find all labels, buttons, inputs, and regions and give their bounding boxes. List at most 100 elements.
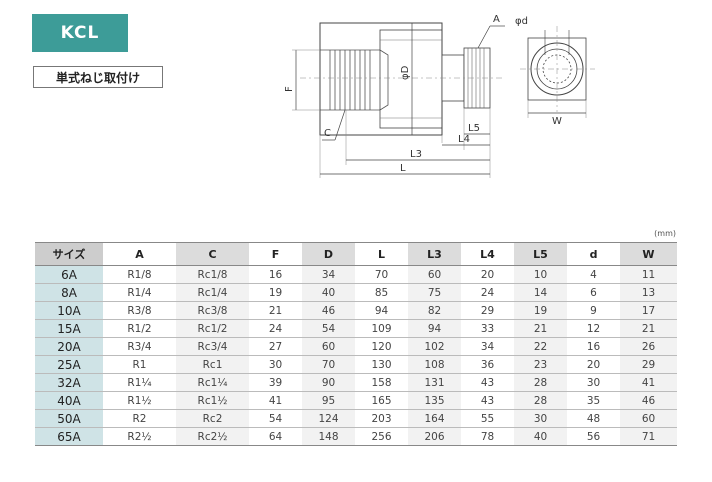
table-cell: 4	[567, 265, 620, 284]
header-D: D	[302, 242, 355, 266]
table-cell: R2½	[103, 427, 176, 446]
table-cell: 256	[355, 427, 408, 446]
label-phi-D: φD	[400, 65, 411, 80]
table-cell: 21	[514, 319, 567, 338]
table-cell: 120	[355, 337, 408, 356]
table-cell: Rc1½	[176, 391, 249, 410]
table-cell: R1/4	[103, 283, 176, 302]
table-cell: 11	[620, 265, 677, 284]
table-cell: 40	[514, 427, 567, 446]
table-cell: R1½	[103, 391, 176, 410]
header-A: A	[103, 242, 176, 266]
size-cell: 10A	[35, 301, 103, 320]
table-cell: 23	[514, 355, 567, 374]
table-cell: 55	[461, 409, 514, 428]
table-cell: 19	[514, 301, 567, 320]
table-cell: 9	[567, 301, 620, 320]
table-cell: 203	[355, 409, 408, 428]
table-cell: Rc1¼	[176, 373, 249, 392]
table-cell: 29	[461, 301, 514, 320]
table-cell: 64	[249, 427, 302, 446]
table-cell: 148	[302, 427, 355, 446]
header-L: L	[355, 242, 408, 266]
table-cell: Rc1	[176, 355, 249, 374]
table-cell: R1/8	[103, 265, 176, 284]
label-F: F	[284, 86, 295, 92]
table-cell: 24	[249, 319, 302, 338]
table-cell: 28	[514, 391, 567, 410]
table-cell: 95	[302, 391, 355, 410]
table-cell: 165	[355, 391, 408, 410]
size-cell: 32A	[35, 373, 103, 392]
table-cell: 90	[302, 373, 355, 392]
size-cell: 65A	[35, 427, 103, 446]
table-cell: 164	[408, 409, 461, 428]
label-L: L	[400, 163, 406, 174]
table-cell: 48	[567, 409, 620, 428]
size-cell: 20A	[35, 337, 103, 356]
unit-label: (mm)	[654, 229, 676, 238]
table-cell: Rc1/8	[176, 265, 249, 284]
table-cell: R3/8	[103, 301, 176, 320]
table-cell: 24	[461, 283, 514, 302]
table-cell: 70	[355, 265, 408, 284]
table-cell: 85	[355, 283, 408, 302]
table-cell: 22	[514, 337, 567, 356]
size-cell: 8A	[35, 283, 103, 302]
table-cell: 43	[461, 373, 514, 392]
table-cell: 70	[302, 355, 355, 374]
table-cell: 108	[408, 355, 461, 374]
table-header-row: サイズ A C F D L L3 L4 L5 d W	[35, 242, 677, 266]
label-C: C	[324, 128, 331, 139]
header-d: d	[567, 242, 620, 266]
label-A: A	[493, 14, 500, 25]
female-thread	[320, 49, 389, 111]
table-cell: 20	[567, 355, 620, 374]
table-cell: 27	[249, 337, 302, 356]
label-W: W	[552, 116, 562, 127]
table-cell: 41	[249, 391, 302, 410]
table-cell: 41	[620, 373, 677, 392]
label-L3: L3	[410, 149, 422, 160]
table-cell: Rc2½	[176, 427, 249, 446]
table-cell: 71	[620, 427, 677, 446]
table-cell: 28	[514, 373, 567, 392]
table-cell: R1/2	[103, 319, 176, 338]
table-cell: 34	[302, 265, 355, 284]
table-cell: R2	[103, 409, 176, 428]
header-F: F	[249, 242, 302, 266]
table-cell: 158	[355, 373, 408, 392]
table-cell: 13	[620, 283, 677, 302]
table-cell: Rc1/4	[176, 283, 249, 302]
table-cell: 17	[620, 301, 677, 320]
table-cell: 21	[620, 319, 677, 338]
table-cell: 54	[302, 319, 355, 338]
header-W: W	[620, 242, 677, 266]
label-L5: L5	[468, 123, 480, 134]
header-C: C	[176, 242, 249, 266]
size-cell: 50A	[35, 409, 103, 428]
mount-type-label: 単式ねじ取付け	[33, 66, 163, 88]
table-cell: 75	[408, 283, 461, 302]
table-cell: 16	[249, 265, 302, 284]
label-phi-d: φd	[515, 16, 528, 27]
table-cell: 78	[461, 427, 514, 446]
model-badge: KCL	[32, 14, 128, 52]
table-cell: 82	[408, 301, 461, 320]
table-cell: 16	[567, 337, 620, 356]
table-cell: 102	[408, 337, 461, 356]
table-cell: 30	[514, 409, 567, 428]
table-cell: 30	[567, 373, 620, 392]
header-L5: L5	[514, 242, 567, 266]
